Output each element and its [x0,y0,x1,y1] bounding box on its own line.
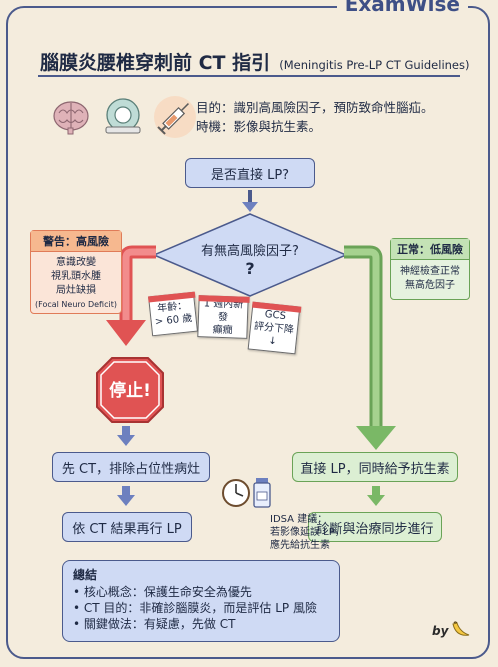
normal-box: 正常：低風險 神經檢查正常 無高危因子 [390,238,470,300]
parallel-box: 診斷與治療同步進行 [308,512,442,542]
purpose-text: 目的：識別高風險因子，預防致命性腦疝。 時機：影像與抗生素。 [196,98,434,136]
decision-label: 有無高風險因子? ? [175,243,325,277]
title-underline [38,75,460,77]
purpose-goal: 目的：識別高風險因子，預防致命性腦疝。 [196,100,434,115]
card-line: > 60 歲 [154,313,193,328]
direct-lp-text: 直接 LP，同時給予抗生素 [300,461,450,477]
ct-first-text: 先 CT，排除占位性病灶 [61,461,201,477]
warning-head: 警告：高風險 [31,231,121,252]
high-risk-arrow-inner [122,248,156,322]
clock-icon [222,479,250,507]
arrowhead-stop-ct [117,435,135,446]
start-question-box: 是否直接 LP? [185,158,315,188]
normal-line: 無高危因子 [405,280,455,291]
title-main: 腦膜炎腰椎穿刺前 CT 指引 [40,52,271,74]
decision-diamond [152,213,348,297]
signature-by: by [432,624,449,638]
arrowhead-directlp-parallel [367,495,385,506]
risk-card-age: 年齡：> 60 歲 [148,291,198,337]
warning-line: 意識改變 [56,257,96,268]
brand-logo: ExamWise [336,0,468,16]
card-line: 癲癇 [212,324,233,336]
summary-title: 總結 [73,568,98,582]
summary-item: • 核心概念：保護生命安全為優先 [73,585,252,599]
low-risk-arrow [344,245,383,428]
warning-box: 警告：高風險 意識改變 視乳頭水腫 局灶缺損 (Focal Neuro Defi… [30,230,122,314]
summary-item: • CT 目的：非確診腦膜炎，而是評估 LP 風險 [73,601,317,615]
title-subtitle: (Meningitis Pre-LP CT Guidelines) [279,58,470,72]
warning-line: 局灶缺損 [56,285,96,296]
decision-text: 有無高風險因子? [201,244,299,259]
lp-after-text: 依 CT 結果再行 LP [72,521,182,537]
warning-line: 視乳頭水腫 [51,271,101,282]
risk-card-seizure: 1 週內新發癲癇 [197,295,249,339]
banana-icon [452,621,470,636]
stop-label: 停止! [109,381,151,401]
idsa-line: 若影像延誤 LP， [270,527,345,538]
ct-first-box: 先 CT，排除占位性病灶 [52,452,210,482]
warning-note: (Focal Neuro Deficit) [35,300,117,309]
ct-scanner-icon [102,96,144,138]
stop-sign [96,357,164,423]
direct-lp-box: 直接 LP，同時給予抗生素 [292,452,458,482]
syringe-icon [154,96,196,138]
idsa-line: 應先給抗生素 [270,540,330,551]
brain-icon [50,96,92,138]
lp-after-box: 依 CT 結果再行 LP [62,512,192,542]
summary-item: • 關鍵做法：有疑慮，先做 CT [73,617,236,631]
start-question: 是否直接 LP? [210,167,290,183]
page-title: 腦膜炎腰椎穿刺前 CT 指引 (Meningitis Pre-LP CT Gui… [40,48,469,75]
page-frame: ExamWise [6,0,490,659]
card-line: 1 週內新發 [203,297,244,323]
parallel-text: 診斷與治療同步進行 [316,521,434,537]
purpose-timing: 時機：影像與抗生素。 [196,119,322,134]
idsa-line: IDSA 建議： [270,514,328,525]
icon-row [50,96,196,138]
antibiotic-vial-icon [253,478,271,508]
normal-line: 神經檢查正常 [400,266,460,277]
normal-head: 正常：低風險 [391,239,469,260]
high-risk-arrowhead [106,320,146,346]
decision-mark: ? [245,259,255,278]
idsa-note: IDSA 建議： 若影像延誤 LP， 應先給抗生素 [270,513,345,552]
low-risk-arrow-inner [344,248,380,428]
arrowhead-ct-lp [117,495,135,506]
low-risk-arrowhead [356,426,396,450]
arrowhead-start-decision [242,202,258,212]
summary-box: 總結 • 核心概念：保護生命安全為優先 • CT 目的：非確診腦膜炎，而是評估 … [62,560,340,642]
